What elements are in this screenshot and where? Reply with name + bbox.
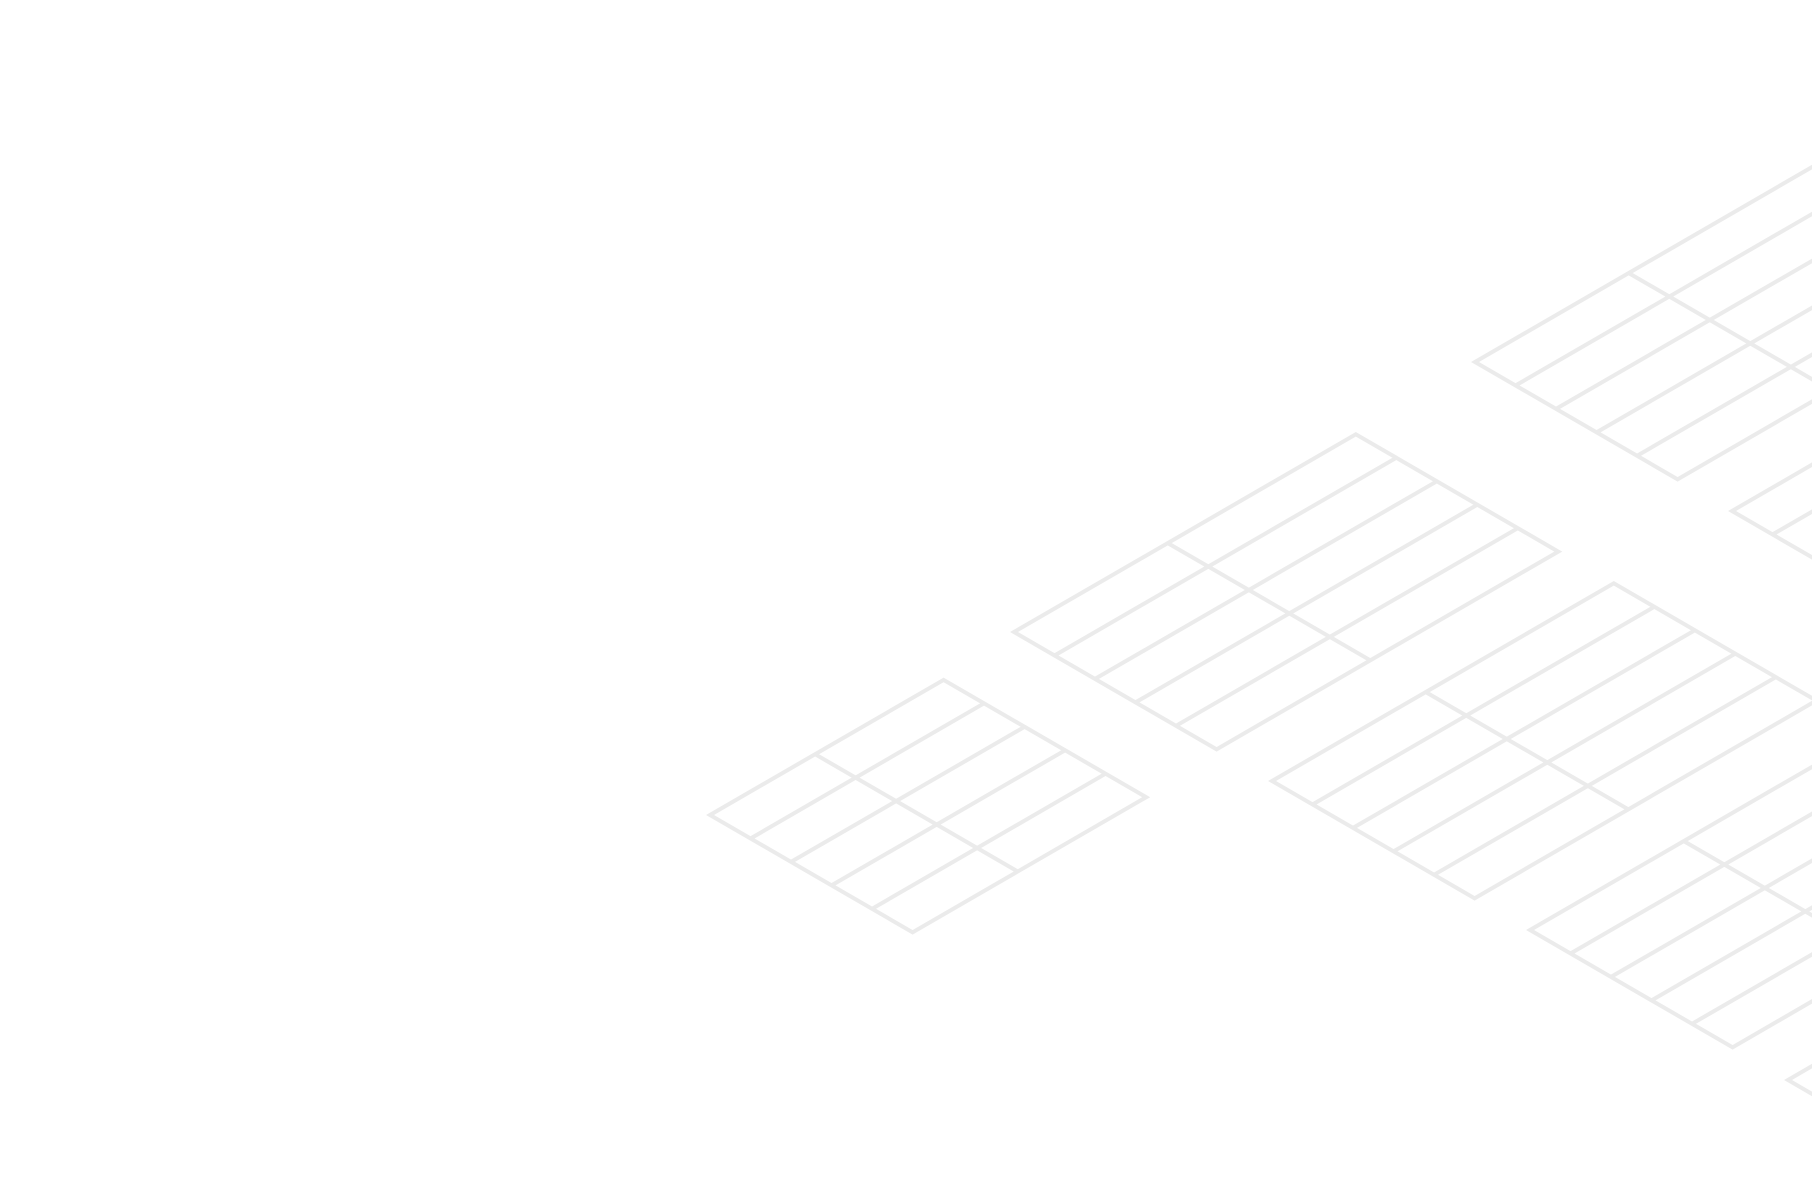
panel-outline	[1010, 431, 1563, 752]
panel-divider-line	[1682, 839, 1812, 918]
solar-panel-array	[1784, 1063, 1812, 1097]
panel-strip-line	[1392, 651, 1737, 854]
panel-strip-line	[1690, 952, 1812, 1026]
panel-divider-line	[814, 752, 1019, 874]
solar-panel-array	[1010, 431, 1563, 752]
solar-panel-array	[706, 677, 1151, 935]
panel-strip-line	[1514, 211, 1812, 388]
panel-strip-line	[749, 701, 986, 841]
panel-strip-line	[1093, 479, 1438, 681]
panel-strip-line	[870, 771, 1107, 911]
panel-outline	[706, 677, 1151, 935]
panel-strip-line	[1609, 858, 1812, 979]
panel-divider-line	[1424, 690, 1630, 812]
panel-strip-line	[830, 748, 1067, 888]
panel-strip-line	[1351, 628, 1696, 830]
solar-panel-array	[1268, 580, 1812, 901]
panel-strip-line	[1569, 811, 1812, 956]
panel-divider-line	[1166, 541, 1372, 663]
panel-strip-line	[789, 725, 1026, 864]
panel-strip-line	[1635, 352, 1812, 458]
panel-strip-line	[1053, 456, 1398, 658]
panel-strip-line	[1311, 605, 1656, 807]
panel-strip-line	[1554, 258, 1812, 411]
panel-outline	[1471, 164, 1812, 482]
solar-panel-array	[1526, 764, 1812, 1050]
panel-strip-line	[1595, 305, 1812, 435]
solar-panel-array	[1471, 164, 1812, 482]
panel-strip-line	[1650, 905, 1812, 1003]
panel-outline	[1784, 1063, 1812, 1097]
panel-outline	[1268, 580, 1812, 901]
panel-outline	[1526, 764, 1812, 1050]
panel-strip-line	[1432, 675, 1777, 877]
panel-divider-line	[1627, 271, 1812, 382]
panel-strip-line	[1134, 502, 1479, 705]
panel-strip-line	[1174, 526, 1519, 728]
